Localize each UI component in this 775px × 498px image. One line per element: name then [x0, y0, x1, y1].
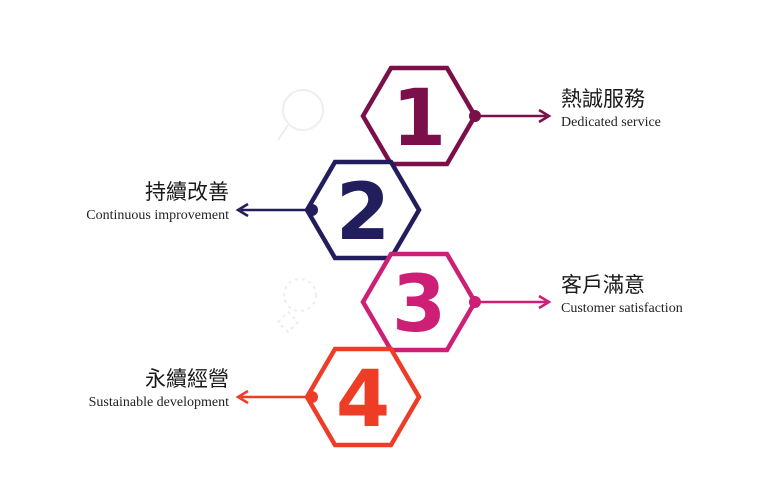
step-title-1: 熱誠服務 [561, 87, 645, 111]
step-number-2: 2 [336, 168, 390, 258]
step-subtitle-3: Customer satisfaction [561, 301, 683, 316]
arrow-right-icon [538, 108, 552, 124]
step-number-1: 1 [392, 74, 446, 164]
step-subtitle-4: Sustainable development [89, 395, 229, 410]
step-4: 4 永續經營 Sustainable development [89, 346, 422, 448]
connector-dot-4 [306, 391, 318, 403]
arrow-right-icon [538, 294, 552, 310]
connector-dot-3 [469, 296, 481, 308]
faint-watermark-decoration [276, 89, 324, 334]
step-title-2: 持續改善 [145, 180, 229, 204]
step-3: 3 客戶滿意 Customer satisfaction [360, 251, 683, 353]
step-subtitle-1: Dedicated service [561, 115, 661, 130]
hexagon-3 [360, 251, 478, 353]
step-title-4: 永續經營 [145, 367, 229, 391]
step-number-4: 4 [336, 355, 390, 445]
arrow-left-icon [235, 389, 249, 405]
arrow-left-icon [235, 202, 249, 218]
step-number-3: 3 [392, 260, 446, 350]
step-title-3: 客戶滿意 [561, 273, 645, 297]
connector-dot-2 [306, 204, 318, 216]
step-subtitle-2: Continuous improvement [86, 208, 229, 223]
hexagon-1 [360, 65, 478, 167]
step-1: 1 熱誠服務 Dedicated service [360, 65, 661, 167]
step-2: 2 持續改善 Continuous improvement [86, 159, 422, 261]
connector-dot-1 [469, 110, 481, 122]
